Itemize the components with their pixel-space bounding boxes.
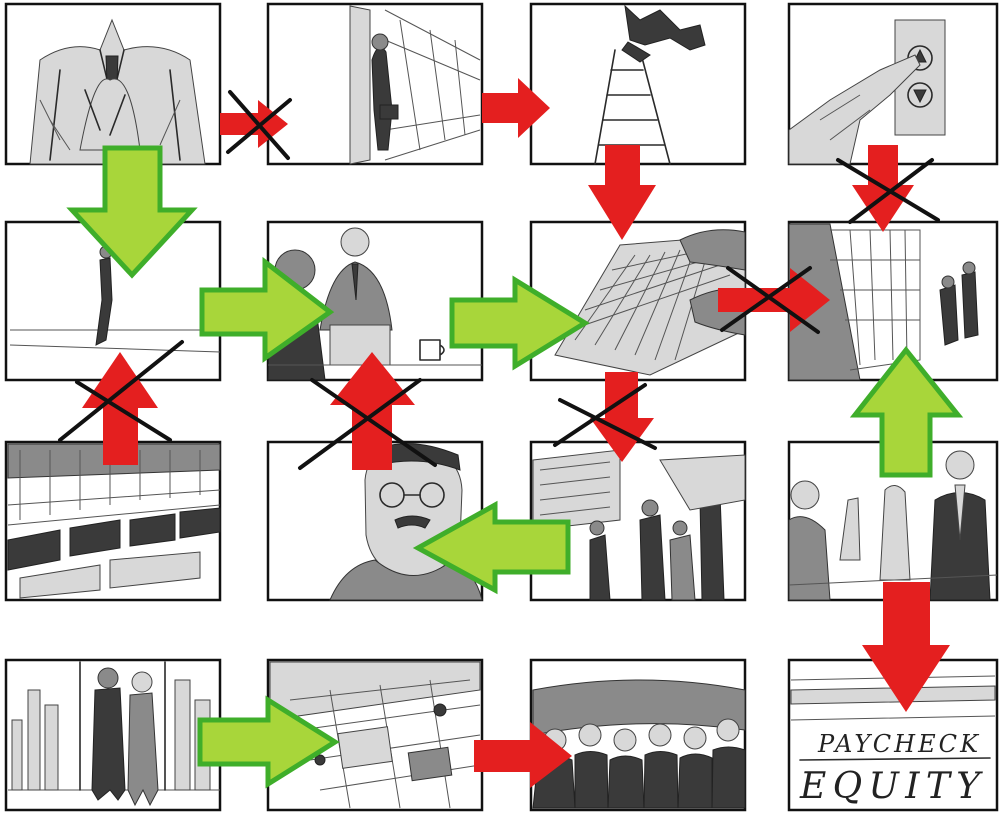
panel-hands-typing-keyboard	[531, 222, 745, 380]
panel-men-at-skyline-window	[6, 660, 220, 810]
panel-man-climbing-ladder	[531, 4, 745, 164]
panel-man-with-briefcase-in-hallway	[268, 4, 482, 164]
sign-line-paycheck: PAYCHECK	[817, 730, 980, 758]
panel-empty-cubicle-office	[6, 442, 220, 600]
panel-finger-pressing-elevator-button	[789, 4, 997, 164]
panel-man-adjusting-tie	[6, 4, 220, 164]
panel-crowd-of-workers	[531, 660, 745, 810]
